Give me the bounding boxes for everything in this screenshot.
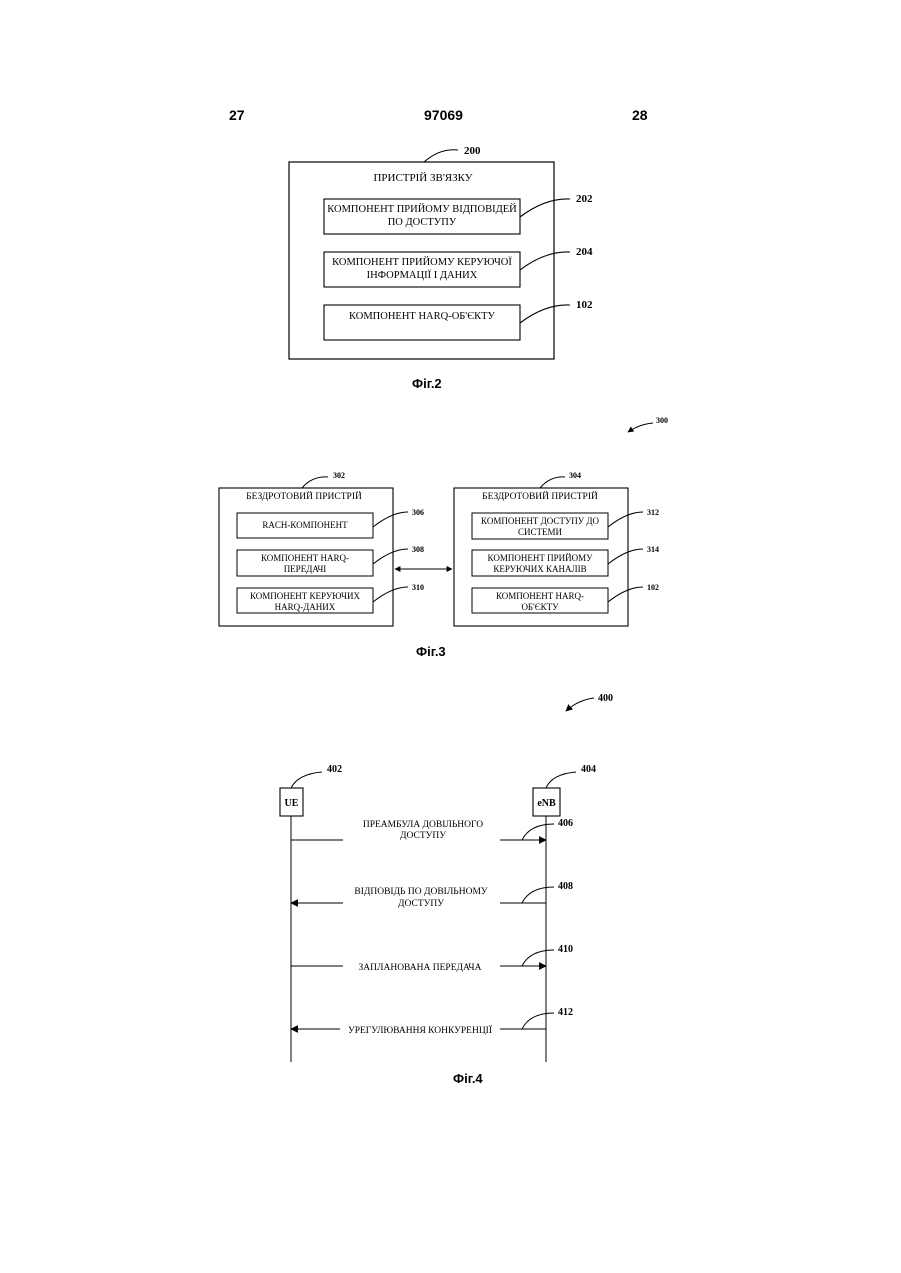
- leader-line-102-fig3: [608, 587, 643, 602]
- component-310-line-1: КОМПОНЕНТ КЕРУЮЧИХ: [250, 591, 360, 601]
- ref-302: 302: [333, 471, 345, 480]
- message-408-line-2: ДОСТУПУ: [398, 899, 444, 909]
- leader-line-314: [608, 549, 643, 564]
- ue-label: UE: [285, 798, 299, 809]
- leader-line-204: [520, 252, 570, 270]
- enb-label: eNB: [537, 798, 556, 809]
- ref-410: 410: [558, 944, 573, 955]
- leader-line-202: [520, 199, 570, 217]
- leader-line-404: [546, 772, 576, 788]
- leader-line-402: [291, 772, 322, 788]
- ref-308: 308: [412, 545, 424, 554]
- leader-line-312: [608, 512, 643, 527]
- arrow-400: [566, 698, 594, 711]
- leader-line-408: [522, 887, 554, 903]
- figure-4-diagram: 400 UE 402 eNB 404 ПРЕАМБУЛА ДОВІЛЬНОГО …: [0, 680, 901, 1080]
- ref-204: 204: [576, 246, 593, 258]
- component-308-line-2: ПЕРЕДАЧІ: [284, 564, 327, 574]
- leader-line-200: [424, 150, 458, 162]
- ref-306: 306: [412, 508, 424, 517]
- component-310-line-2: HARQ-ДАНИХ: [275, 602, 336, 612]
- component-102-label: КОМПОНЕНТ HARQ-ОБ'ЄКТУ: [349, 311, 496, 322]
- leader-line-406: [522, 824, 554, 840]
- message-406-line-1: ПРЕАМБУЛА ДОВІЛЬНОГО: [363, 820, 483, 830]
- ref-200: 200: [464, 145, 481, 157]
- ref-404: 404: [581, 764, 596, 775]
- component-102-line-1: КОМПОНЕНТ HARQ-: [496, 591, 584, 601]
- component-312-line-2: СИСТЕМИ: [518, 527, 563, 537]
- figure-2-diagram: 200 ПРИСТРІЙ ЗВ'ЯЗКУ КОМПОНЕНТ ПРИЙОМУ В…: [0, 0, 901, 420]
- message-406-line-2: ДОСТУПУ: [400, 831, 446, 841]
- component-204-line-2: ІНФОРМАЦІЇ І ДАНИХ: [367, 269, 478, 281]
- component-314-line-1: КОМПОНЕНТ ПРИЙОМУ: [488, 553, 594, 563]
- wireless-device-302-title: БЕЗДРОТОВИЙ ПРИСТРІЙ: [246, 490, 362, 502]
- leader-line-410: [522, 950, 554, 966]
- communication-device-title: ПРИСТРІЙ ЗВ'ЯЗКУ: [373, 172, 472, 184]
- leader-line-304: [540, 477, 565, 488]
- component-312-line-1: КОМПОНЕНТ ДОСТУПУ ДО: [481, 516, 599, 526]
- message-408-line-1: ВІДПОВІДЬ ПО ДОВІЛЬНОМУ: [354, 887, 488, 897]
- ref-402: 402: [327, 764, 342, 775]
- arrow-300: [628, 423, 653, 432]
- ref-102-fig3: 102: [647, 583, 659, 592]
- leader-line-102: [520, 305, 570, 323]
- leader-line-310: [373, 587, 408, 602]
- component-308-line-1: КОМПОНЕНТ HARQ-: [261, 553, 349, 563]
- wireless-device-304-title: БЕЗДРОТОВИЙ ПРИСТРІЙ: [482, 490, 598, 502]
- leader-line-306: [373, 512, 408, 527]
- ref-202: 202: [576, 193, 593, 205]
- ref-304: 304: [569, 471, 581, 480]
- ref-314: 314: [647, 545, 659, 554]
- figure-3-diagram: 300 302 БЕЗДРОТОВИЙ ПРИСТРІЙ RACH-КОМПОН…: [0, 410, 901, 660]
- message-412-label: УРЕГУЛЮВАННЯ КОНКУРЕНЦІЇ: [348, 1024, 492, 1036]
- ref-408: 408: [558, 881, 573, 892]
- component-102-line-2: ОБ'ЄКТУ: [521, 602, 559, 612]
- component-202-line-2: ПО ДОСТУПУ: [388, 217, 457, 228]
- ref-400: 400: [598, 693, 613, 704]
- leader-line-302: [302, 477, 328, 488]
- component-306-label: RACH-КОМПОНЕНТ: [262, 520, 348, 530]
- ref-310: 310: [412, 583, 424, 592]
- component-314-line-2: КЕРУЮЧИХ КАНАЛІВ: [493, 564, 586, 574]
- figure-2-caption: Фіг.2: [412, 376, 442, 391]
- figure-4-caption: Фіг.4: [453, 1071, 483, 1086]
- figure-3-caption: Фіг.3: [416, 644, 446, 659]
- ref-412: 412: [558, 1007, 573, 1018]
- ref-312: 312: [647, 508, 659, 517]
- leader-line-308: [373, 549, 408, 564]
- component-204-line-1: КОМПОНЕНТ ПРИЙОМУ КЕРУЮЧОЇ: [332, 256, 512, 268]
- ref-300: 300: [656, 416, 668, 425]
- leader-line-412: [522, 1013, 554, 1029]
- ref-102: 102: [576, 299, 593, 311]
- ref-406: 406: [558, 818, 573, 829]
- component-202-line-1: КОМПОНЕНТ ПРИЙОМУ ВІДПОВІДЕЙ: [327, 203, 517, 215]
- message-410-label: ЗАПЛАНОВАНА ПЕРЕДАЧА: [359, 963, 482, 973]
